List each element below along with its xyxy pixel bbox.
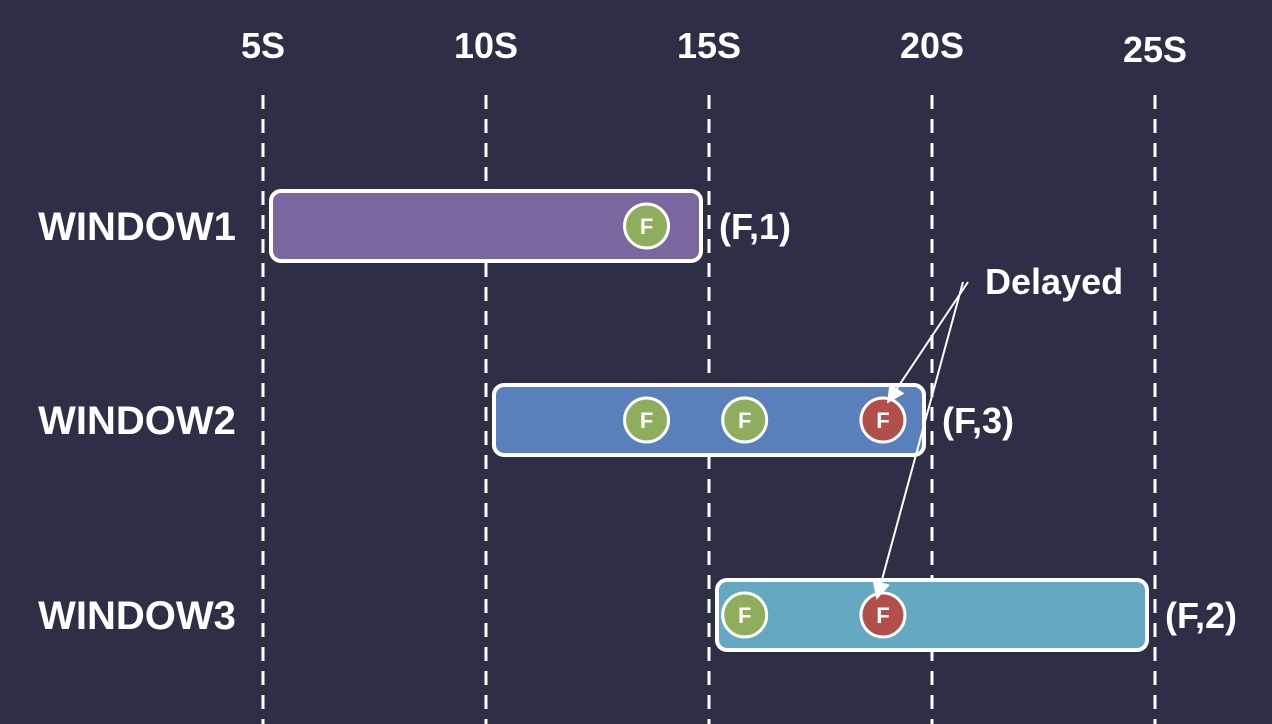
window-result: (F,3) <box>942 400 1014 441</box>
window-label: WINDOW3 <box>38 594 236 638</box>
event-letter: F <box>876 408 889 433</box>
tick-label-25s: 25S <box>1123 29 1187 70</box>
event-letter: F <box>640 408 653 433</box>
tick-label-10s: 10S <box>454 25 518 66</box>
delayed-annotation: Delayed <box>872 261 1123 600</box>
window-row-3: WINDOW3 F F (F,2) <box>38 578 1237 652</box>
window-row-1: WINDOW1 F (F,1) <box>38 189 791 263</box>
window-bar <box>715 578 1149 652</box>
event-letter: F <box>738 603 751 628</box>
tick-label-20s: 20S <box>900 25 964 66</box>
event-marker <box>721 396 769 444</box>
event-letter: F <box>876 603 889 628</box>
window-bar <box>269 189 703 263</box>
window-bar <box>492 383 926 457</box>
time-tick-labels: 5S 10S 15S 20S 25S <box>241 25 1187 70</box>
window-label: WINDOW2 <box>38 399 236 443</box>
window-row-2: WINDOW2 F F F (F,3) <box>38 383 1014 457</box>
window-result: (F,1) <box>719 206 791 247</box>
event-letter: F <box>738 408 751 433</box>
event-marker <box>721 591 769 639</box>
event-marker <box>623 396 671 444</box>
tick-label-15s: 15S <box>677 25 741 66</box>
event-marker <box>623 202 671 250</box>
delayed-arrow-window2 <box>887 281 969 404</box>
delayed-label: Delayed <box>985 261 1123 302</box>
delayed-event-marker <box>859 396 907 444</box>
tick-label-5s: 5S <box>241 25 285 66</box>
window-label: WINDOW1 <box>38 205 236 249</box>
delayed-arrow-window3 <box>872 281 964 600</box>
window-result: (F,2) <box>1165 595 1237 636</box>
event-letter: F <box>640 214 653 239</box>
